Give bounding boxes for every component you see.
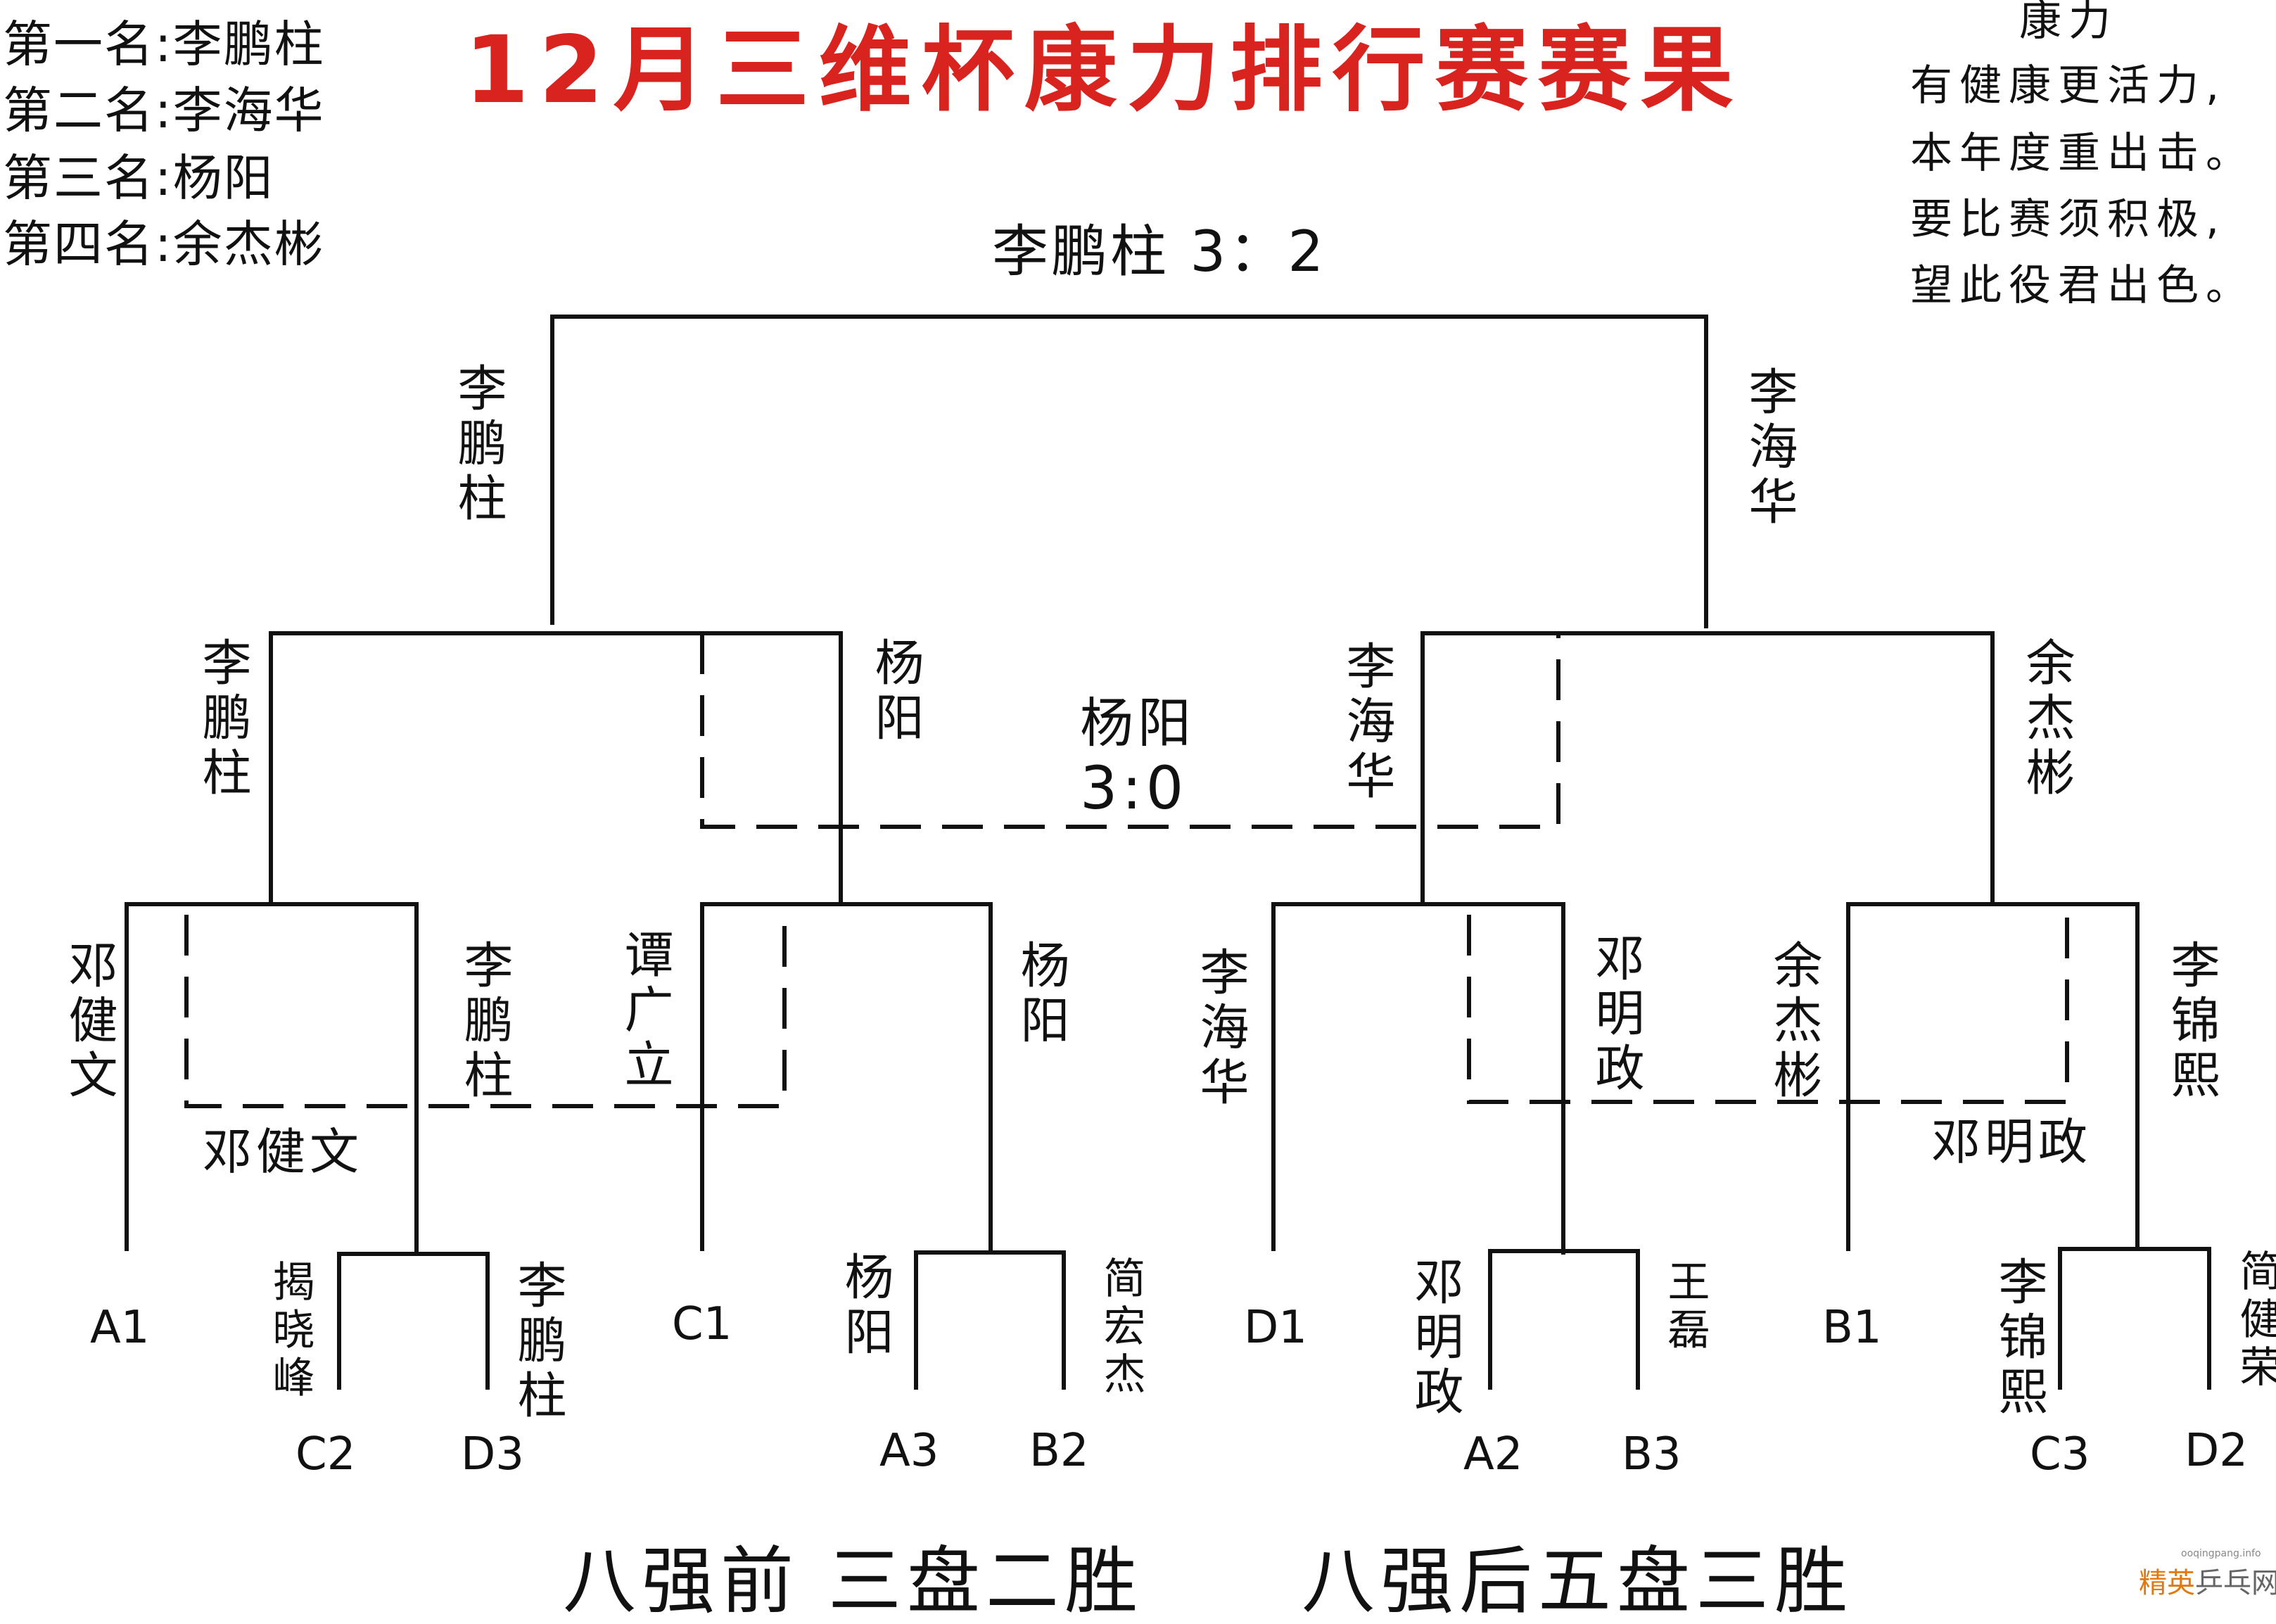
final-result: 李鹏柱 3：2 [992,219,1327,284]
poem-line-2: 本年度重出击。 [1910,129,2255,178]
round16-name-1: 邓健文 [61,939,118,1104]
watermark-url: ooqingpang.info [2181,1548,2261,1559]
bracket-quarter-2-line [700,902,993,1255]
bracket-placement-left-dashed [184,915,787,1108]
placement-right-winner: 邓明政 [1931,1113,2092,1171]
watermark-brand-a: 精英 [2139,1567,2195,1599]
bracket-semi-left-line [269,631,843,906]
footer-rule-before-eight: 八强前 三盘二胜 [563,1538,1144,1624]
quarterfinal-2-winner: 杨阳 [867,637,924,747]
seed-label-a1: A1 [90,1302,150,1354]
quarterfinal-3-winner: 李海华 [1338,640,1396,805]
bracket-third-place-dashed [700,633,1560,829]
seed-label-c2: C2 [295,1428,356,1480]
rank-fourth: 第四名:余杰彬 [3,215,325,273]
semifinal-right-winner: 李海华 [1741,366,1798,531]
rank-first: 第一名:李鹏柱 [3,15,325,73]
bracket-quarter-3-line [1271,902,1565,1255]
placement-left-winner: 邓健文 [203,1123,363,1181]
seed-label-a3: A3 [879,1425,939,1477]
seed-label-d2: D2 [2185,1425,2248,1477]
round16-name-3: 谭广立 [616,929,674,1093]
seed-label-d1: D1 [1244,1302,1307,1354]
seed-label-c3: C3 [2030,1428,2090,1480]
round16-name-2: 李鹏柱 [456,939,514,1104]
prelim-2-name-a: 杨阳 [837,1251,894,1361]
bracket-placement-right-dashed [1467,915,2069,1104]
seed-label-d3: D3 [461,1428,524,1480]
quarterfinal-4-winner: 余杰彬 [2018,637,2075,801]
watermark-brand-b: 乒乓网 [2195,1567,2276,1599]
prelim-1-name-a: 揭晓峰 [265,1260,314,1403]
prelim-2-name-b: 简宏杰 [1096,1256,1145,1400]
bracket-semi-right-line [1420,631,1995,906]
seed-label-c1: C1 [672,1298,732,1350]
round16-name-4: 杨阳 [1012,939,1070,1049]
seed-label-b3: B3 [1622,1428,1681,1480]
rank-third: 第三名:杨阳 [3,149,274,207]
rank-second: 第二名:李海华 [3,82,325,139]
page-title: 12月三维杯康力排行赛赛果 [464,16,1743,125]
seed-label-b2: B2 [1029,1425,1089,1477]
prelim-3-name-b: 王磊 [1660,1260,1710,1355]
prelim-1-name-b: 李鹏柱 [509,1260,567,1424]
third-place-score: 3:0 [1080,754,1188,823]
bracket-prelim-3-line [1488,1249,1640,1390]
prelim-4-name-a: 李锦熙 [1990,1256,2048,1421]
poem-line-3: 要比赛须积极, [1910,195,2227,244]
round16-name-5: 李海华 [1192,946,1250,1111]
poem-line-4: 望此役君出色。 [1910,261,2255,310]
bracket-quarter-1-line [125,902,419,1255]
footer-rule-after-eight: 八强后五盘三胜 [1302,1538,1854,1624]
seed-label-b1: B1 [1822,1302,1882,1354]
bracket-quarter-4-line [1846,902,2140,1251]
bracket-prelim-1-line [337,1252,490,1390]
bracket-prelim-2-line [914,1250,1066,1390]
poem-line-1: 有健康更活力, [1910,61,2227,110]
round16-name-8: 李锦熙 [2163,939,2220,1104]
prelim-3-name-a: 邓明政 [1406,1256,1464,1421]
poem-heading: 康力 [2019,0,2118,46]
third-place-winner: 杨阳 [1080,692,1195,754]
round16-name-6: 邓明政 [1587,932,1645,1097]
prelim-4-name-b: 简健荣 [2232,1249,2276,1393]
semifinal-left-winner: 李鹏柱 [450,362,507,527]
round16-name-7: 余杰彬 [1765,939,1823,1104]
bracket-prelim-4-line [2058,1247,2211,1390]
quarterfinal-1-winner: 李鹏柱 [194,637,252,801]
seed-label-a2: A2 [1463,1428,1523,1480]
bracket-final-line [550,315,1708,628]
watermark-logo: 精英乒乓网 [2139,1569,2276,1597]
